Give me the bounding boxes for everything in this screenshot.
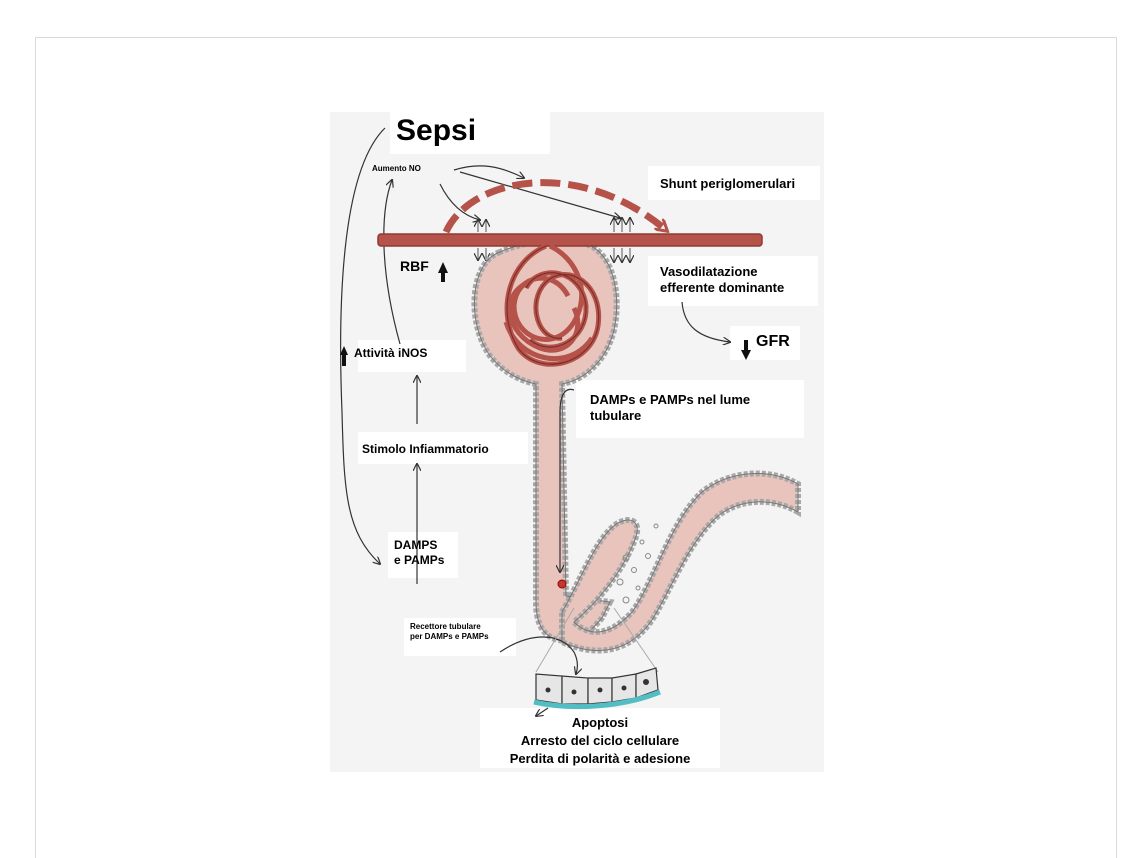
label-aumento-no: Aumento NO [372, 164, 421, 174]
label-damps-pamps: DAMPS e PAMPs [394, 538, 444, 568]
renal-vessel [378, 234, 762, 246]
tubular-receptor-dot [558, 580, 566, 588]
label-damps-lume: DAMPs e PAMPs nel lume tubulare [590, 392, 750, 425]
label-attivita-inos: Attività iNOS [354, 346, 427, 361]
rbf-up-arrow [438, 262, 448, 282]
arrow-inos-to-no [384, 180, 400, 344]
periglomerular-shunt-arrow [446, 183, 666, 232]
label-outcomes: Apoptosi Arresto del ciclo cellulare Per… [480, 714, 720, 769]
label-shunt-periglomerulari: Shunt periglomerulari [660, 176, 795, 192]
label-rbf: RBF [400, 258, 429, 276]
label-gfr: GFR [756, 332, 790, 352]
label-stimolo-infiammatorio: Stimolo Infiammatorio [362, 442, 489, 457]
diagram-title: Sepsi [396, 112, 476, 150]
sepsis-kidney-diagram: Sepsi Aumento NO Shunt periglomerulari R… [330, 112, 824, 772]
arrow-gfr [682, 302, 730, 342]
label-recettore-tubulare: Recettore tubulare per DAMPs e PAMPs [410, 622, 489, 642]
label-vasodilatazione: Vasodilatazione efferente dominante [660, 264, 784, 297]
